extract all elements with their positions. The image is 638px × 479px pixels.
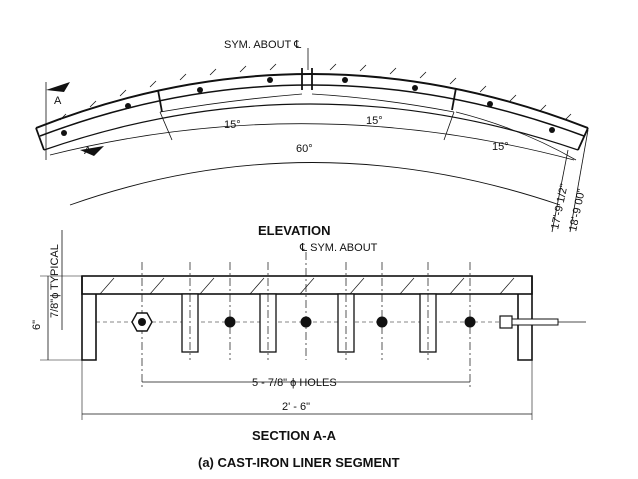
height-dim-label: 6" <box>31 320 43 330</box>
elevation-view: SYM. ABOUT ℄ A A 15° 15° 15° 60° 17'-9 1… <box>35 39 589 238</box>
typical-label: TYPICAL <box>49 244 61 290</box>
section-mark-bottom: A <box>84 145 92 157</box>
sym-about-label: SYM. ABOUT ℄ <box>224 39 301 51</box>
section-arrow-top <box>46 82 70 92</box>
section-title: SECTION A-A <box>252 428 337 443</box>
hole-dim-label: 7/8"ϕ <box>49 293 61 318</box>
radial-line-right <box>443 111 455 141</box>
segment-inner-arc <box>39 84 585 137</box>
radius-dim-line-inner <box>551 149 569 233</box>
holes-dim-label: 5 - 7/8" ϕ HOLES <box>252 377 337 389</box>
dim-arc-60 <box>49 123 575 161</box>
radial-line-left <box>159 111 173 141</box>
dim-arc-15-mid <box>311 93 455 113</box>
flange-hatching <box>99 277 515 295</box>
section-arrow-bottom <box>80 146 104 156</box>
dim-arc-15-left <box>159 93 303 113</box>
angle-60-label: 60° <box>296 143 313 155</box>
radius-inner-label: 17'-9 1/2" <box>549 183 570 231</box>
dim-arc-15-right <box>455 111 577 161</box>
segment-outer-arc <box>35 73 589 129</box>
inner-radius-arc <box>69 162 561 206</box>
length-dim-label: 2' - 6" <box>282 401 310 413</box>
angle-15-left-label: 15° <box>224 119 241 131</box>
shell-hatching <box>59 63 572 121</box>
section-holes <box>131 312 476 332</box>
elevation-title: ELEVATION <box>258 223 330 238</box>
figure-caption: (a) CAST-IRON LINER SEGMENT <box>198 455 400 470</box>
elevation-bolt-holes <box>61 77 555 136</box>
section-right-end <box>517 276 533 361</box>
end-bolt-head <box>499 315 513 329</box>
angle-15-mid-label: 15° <box>366 115 383 127</box>
radius-dim-line-outer <box>569 129 589 233</box>
section-sym-about-label: ℄ SYM. ABOUT <box>299 242 378 254</box>
flange-arc <box>43 103 579 151</box>
section-mark-top: A <box>54 95 62 107</box>
end-bolt-shank <box>511 318 559 326</box>
segment-ribs <box>35 68 589 151</box>
section-left-end <box>81 276 97 361</box>
radius-outer-label: 18'-9 00" <box>567 188 588 233</box>
section-top-flange <box>81 275 533 295</box>
section-view: ℄ SYM. ABOUT TYPICAL 7/8"ϕ 6" 5 - 7/8" ϕ… <box>31 230 586 443</box>
angle-15-right-label: 15° <box>492 141 509 153</box>
